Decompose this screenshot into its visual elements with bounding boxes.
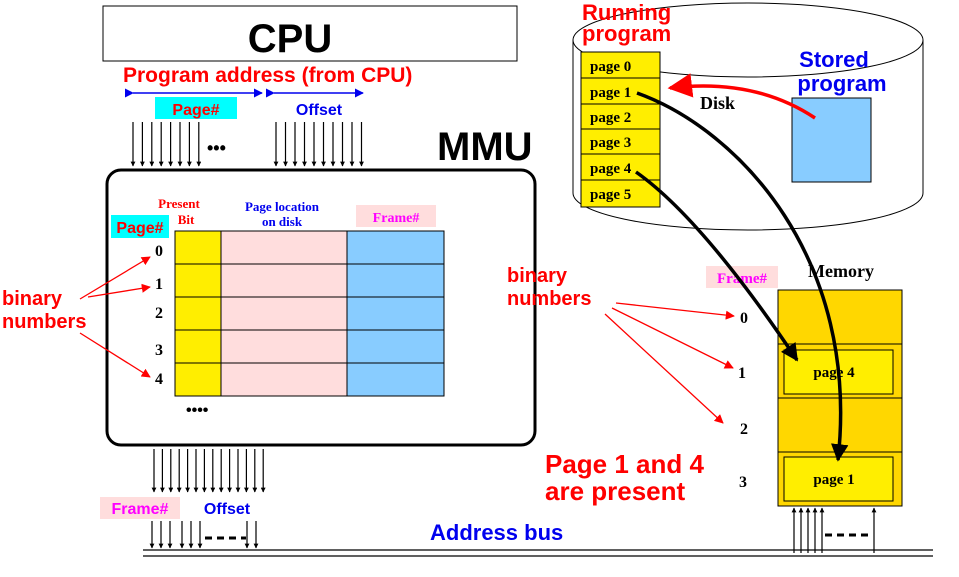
memory-frame-label: Frame# [717,271,767,287]
row-number: 1 [155,276,163,293]
left-note-line2: numbers [2,311,86,333]
frame-cell [346,362,445,397]
frame-number: 3 [739,474,747,491]
offset-label: Offset [296,102,343,119]
memory-label: Memory [808,261,874,281]
page1-to-frame3-arrow [636,91,849,462]
present-bit-header-line2: Bit [178,212,195,227]
location-cell [220,296,348,331]
out-frame-label-bg [100,497,180,519]
program-address-title: Program address (from CPU) [123,64,412,87]
program-page-box [580,103,661,130]
memory-frame-label-bg [706,266,778,288]
program-page-label: page 5 [590,187,631,203]
frame-header: Frame# [373,211,420,226]
load-arrow [667,73,816,120]
page-table-row [174,296,445,331]
running-program-line2: program [582,21,671,46]
page-table-row [174,263,445,298]
location-header-line2: on disk [262,214,303,229]
running-program-pages: page 0 page 1 page 2 page 3 page 4 page … [580,51,661,208]
note-arrow [79,332,151,378]
note-arrow [604,313,724,424]
present-bit-cell [174,329,222,364]
cpu-label: CPU [248,17,332,61]
mmu-output-arrows [151,449,266,493]
cpu-box [102,5,518,62]
location-cell [220,329,348,364]
present-bit-cell [174,230,222,265]
memory-page-label: page 1 [813,472,854,488]
program-page-box [580,153,661,181]
program-page-box [580,179,661,208]
program-page-label: page 4 [590,161,632,177]
memory-frame [777,289,903,345]
row-number: 0 [155,243,163,260]
note-arrow [87,283,151,298]
stored-program-line2: program [797,71,886,96]
page4-to-frame1-arrow [634,170,799,362]
disk-label: Disk [700,93,735,113]
summary-line1: Page 1 and 4 [545,449,704,479]
page-table-row [174,329,445,364]
mmu-page-label-bg [111,215,169,238]
row-number: 4 [155,371,163,388]
row-number: 2 [155,305,163,322]
present-bit-cell [174,296,222,331]
frame-cell [346,296,445,331]
frame-cell [346,263,445,298]
memory-page-slot [783,456,894,502]
table-ellipsis: •••• [186,402,209,419]
note-arrow [611,307,734,369]
out-offset-label: Offset [204,501,251,518]
offset-bit-arrows [273,122,364,167]
frame-header-bg [356,205,436,227]
page-label-bg [155,97,237,119]
present-bit-cell [174,362,222,397]
program-page-label: page 0 [590,59,631,75]
input-ellipsis: ••• [207,138,226,158]
program-page-box [580,77,661,105]
note-arrow [79,256,151,300]
frame-cell [346,329,445,364]
program-page-label: page 3 [590,135,631,151]
program-page-label: page 2 [590,110,631,126]
stored-program-line1: Stored [799,47,869,72]
note-arrow [615,302,735,320]
right-note-line2: numbers [507,288,591,310]
mmu-label: MMU [437,125,533,169]
page-label: Page# [172,102,219,119]
frame-cell [346,230,445,265]
right-note-line1: binary [507,265,568,287]
location-cell [220,230,348,265]
page-bit-arrows [130,122,202,167]
summary-line2: are present [545,476,686,506]
memory-page-label: page 4 [813,365,855,381]
bus-input-arrows [149,521,259,549]
left-note-line1: binary [2,288,63,310]
running-program-line1: Running [582,0,671,25]
address-bus-label: Address bus [430,520,563,545]
location-cell [220,362,348,397]
location-header-line1: Page location [245,199,320,214]
program-page-box [580,51,661,79]
frame-number: 1 [738,365,746,382]
program-page-label: page 1 [590,85,631,101]
present-bit-header-line1: Present [158,196,200,211]
present-bit-cell [174,263,222,298]
out-frame-label: Frame# [112,501,169,518]
frame-number: 2 [740,421,748,438]
page-table [174,230,445,397]
page-table-row [174,362,445,397]
page-table-row [174,230,445,265]
mmu-page-label: Page# [116,220,163,237]
memory-bus-arrows [791,507,877,553]
program-page-box [580,128,661,155]
frame-number: 0 [740,310,748,327]
location-cell [220,263,348,298]
row-number: 3 [155,342,163,359]
